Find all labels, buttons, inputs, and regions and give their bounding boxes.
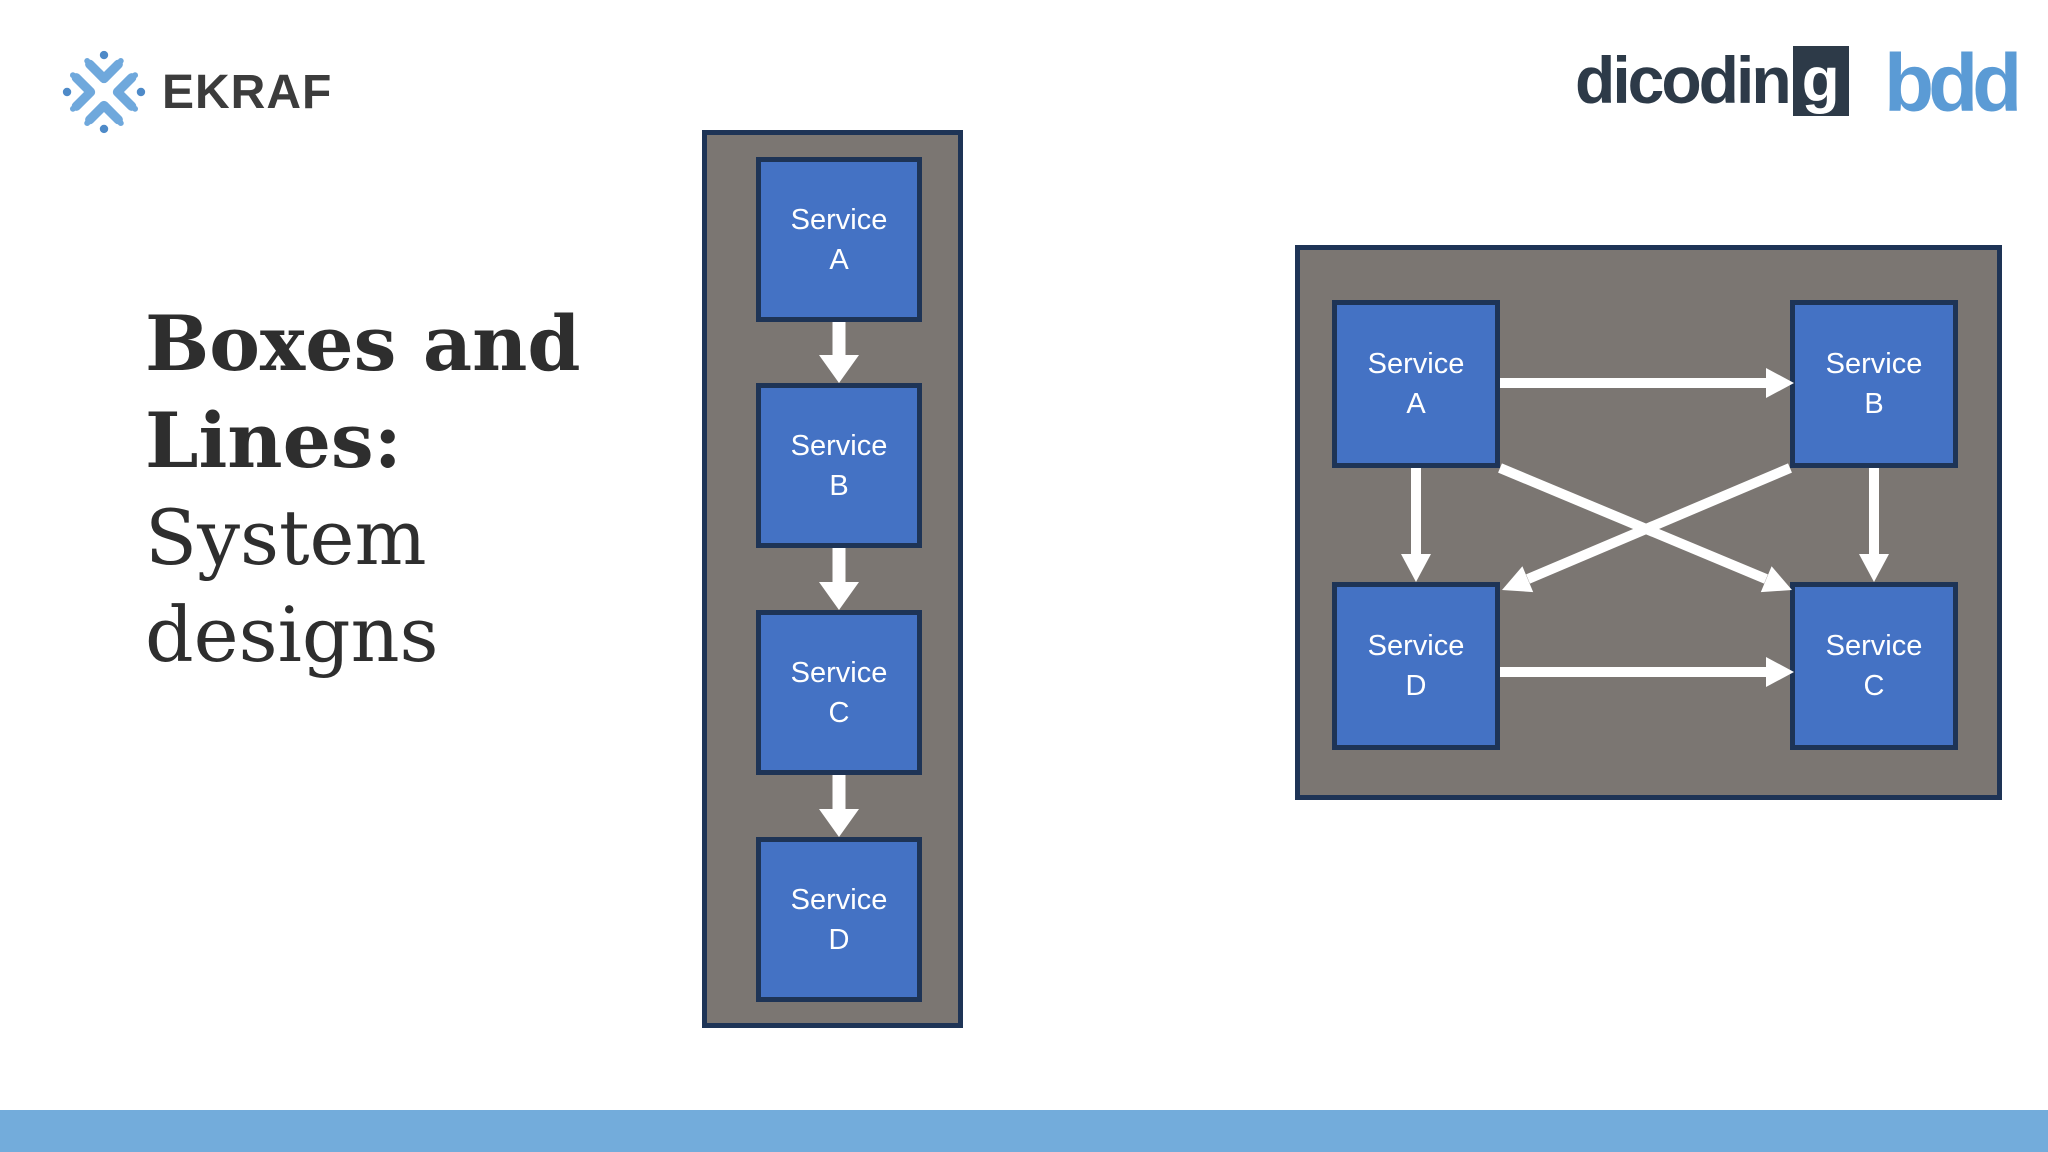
slide-title-bold: Boxes and Lines: [145, 299, 581, 485]
node-label: Service [790, 203, 888, 236]
node-label: Service [790, 656, 888, 689]
dicoding-logo-text: dicodin [1575, 43, 1792, 117]
node-label: Service [1367, 348, 1465, 380]
node-letter: B [1864, 388, 1884, 420]
ekraf-logo: EKRAF [60, 50, 332, 134]
node-letter: D [1405, 670, 1427, 702]
slide-title: Boxes and Lines: System designs [145, 295, 635, 683]
node-letter: A [829, 243, 849, 276]
node-letter: B [829, 469, 849, 502]
node-label: Service [1825, 630, 1923, 662]
sequential-node-service-c: Service C [756, 610, 922, 775]
node-letter: C [828, 696, 850, 729]
node-label: Service [790, 883, 888, 916]
footer-accent-bar [0, 1110, 2048, 1152]
mesh-node-service-a: Service A [1332, 300, 1500, 468]
sequential-node-service-b: Service B [756, 383, 922, 548]
node-letter: D [828, 923, 850, 956]
node-label: Service [790, 429, 888, 462]
node-label: Service [1367, 630, 1465, 662]
sequential-diagram-panel: Service A Service B Service C Service D [702, 130, 963, 1028]
mesh-diagram-panel: Service A Service B Service D Service C [1295, 245, 2002, 800]
bdd-logo: bdd [1884, 38, 2022, 129]
mesh-node-service-b: Service B [1790, 300, 1958, 468]
mesh-node-service-d: Service D [1332, 582, 1500, 750]
node-letter: A [1406, 388, 1426, 420]
slide-title-subtitle: System designs [145, 493, 439, 679]
sequential-node-service-d: Service D [756, 837, 922, 1002]
dicoding-logo-g-block: g [1792, 46, 1849, 116]
dicoding-logo: dicodin g [1575, 46, 1849, 116]
mesh-node-service-c: Service C [1790, 582, 1958, 750]
node-label: Service [1825, 348, 1923, 380]
sequential-node-service-a: Service A [756, 157, 922, 322]
node-letter: C [1863, 670, 1885, 702]
ekraf-logo-text: EKRAF [162, 65, 333, 119]
ekraf-snowflake-icon [62, 50, 146, 134]
